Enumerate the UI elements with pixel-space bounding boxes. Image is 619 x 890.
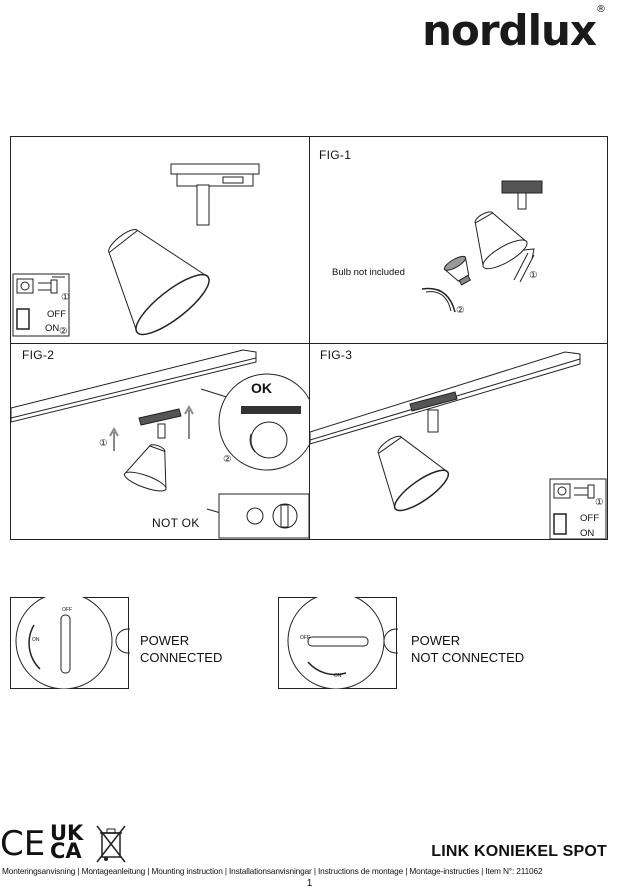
figure-overview: ① OFF ON ② xyxy=(11,137,309,343)
not-ok-label: NOT OK xyxy=(152,516,200,530)
ce-mark: CE xyxy=(0,824,46,864)
bulb-note: Bulb not included xyxy=(332,267,405,278)
step-1-marker: ① xyxy=(99,438,108,449)
power-not-connected-caption: POWER NOT CONNECTED xyxy=(411,633,525,665)
weee-bin-icon xyxy=(94,824,128,864)
page-number: 1 xyxy=(306,878,313,889)
figure-grid: ① OFF ON ② FIG-1 xyxy=(10,136,608,540)
figure-1: FIG-1 Bulb not included ① xyxy=(310,137,607,343)
power-connected-caption: POWER CONNECTED xyxy=(140,633,223,665)
switch-off-label: OFF xyxy=(580,513,599,524)
figure-3: FIG-3 ① OFF ON xyxy=(310,344,607,539)
power-not-connected-illustration: ON OFF xyxy=(278,597,398,689)
nordlux-logo: nordlux® xyxy=(422,4,606,55)
switch-on-label: ON xyxy=(580,528,595,539)
fig-3-label: FIG-3 xyxy=(320,348,353,362)
step-1-marker: ① xyxy=(529,270,538,281)
dial-off-label: OFF xyxy=(300,635,310,641)
fig-2-label: FIG-2 xyxy=(22,348,55,362)
instruction-languages: Monteringsanvisning | Montageanleitung |… xyxy=(2,866,543,876)
switch-off-label: OFF xyxy=(47,309,66,320)
switch-on-label: ON xyxy=(45,323,60,334)
step-2-marker: ② xyxy=(456,305,465,316)
ok-label: OK xyxy=(251,380,272,396)
step-1-marker: ① xyxy=(61,292,70,303)
step-1-marker: ① xyxy=(595,497,604,508)
step-2-marker: ② xyxy=(223,454,232,465)
step-2-marker: ② xyxy=(59,326,68,337)
figure-2: FIG-2 xyxy=(11,344,309,539)
product-title: LINK KONIEKEL SPOT xyxy=(431,843,607,860)
fig-1-label: FIG-1 xyxy=(319,148,352,162)
dial-off-label: OFF xyxy=(62,607,72,613)
power-connected-illustration: ON OFF xyxy=(10,597,130,689)
dial-on-label: ON xyxy=(334,673,342,679)
dial-on-label: ON xyxy=(32,637,40,643)
